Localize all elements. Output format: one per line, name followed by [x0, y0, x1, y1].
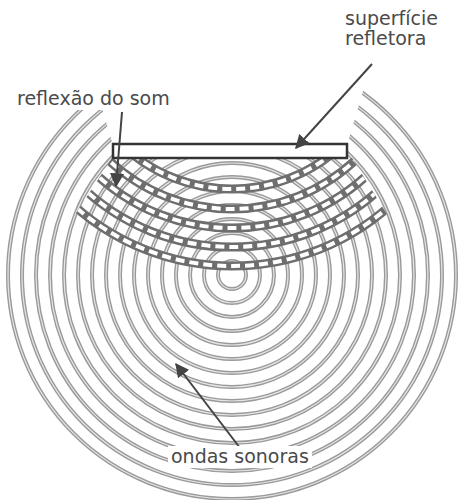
wave-ring	[204, 247, 260, 303]
reflective-surface	[113, 144, 347, 158]
label: ondas sonoras	[168, 446, 312, 468]
leader-arrow	[296, 64, 372, 148]
wave-ring	[176, 219, 288, 331]
reflected-wave	[0, 0, 459, 266]
wave-ring	[50, 93, 414, 457]
leader-arrow	[116, 112, 122, 186]
label: superfície refletora	[342, 8, 456, 50]
reflected-wave	[0, 0, 459, 266]
wave-ring	[78, 121, 386, 429]
wave-ring	[120, 163, 344, 387]
wave-ring	[120, 163, 344, 387]
wave-ring	[204, 247, 260, 303]
wave-ring	[64, 107, 400, 443]
wave-ring	[78, 121, 386, 429]
label: reflexão do som	[14, 88, 173, 110]
reflected-waves	[0, 0, 459, 266]
wave-ring	[50, 93, 414, 457]
wave-ring	[64, 107, 400, 443]
wave-ring	[176, 219, 288, 331]
leader-arrow	[176, 364, 240, 448]
